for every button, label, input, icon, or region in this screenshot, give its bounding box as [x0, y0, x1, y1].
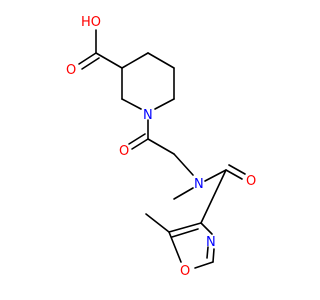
- bond-ox-c5-o: [168, 231, 182, 263]
- label-amide2-o: O: [246, 174, 256, 189]
- label-amide1-o: O: [119, 144, 129, 159]
- bond-ox-methyl: [145, 213, 170, 233]
- bond-ox-c4-c5-a: [168, 222, 202, 233]
- label-oxazole-n: N: [206, 235, 216, 250]
- bond-amide2-oxazole: [200, 169, 227, 224]
- bond-amide1-ch2: [147, 138, 175, 155]
- atom-labels: HO O N O N O N O: [66, 15, 256, 279]
- bond-c-o-double-b: [81, 57, 100, 70]
- bond-acid-ring: [95, 52, 123, 69]
- bond-c-o-double-a: [78, 52, 97, 65]
- label-amine-n: N: [194, 177, 204, 192]
- bond-ox-o-c2: [194, 261, 214, 269]
- bond-ring-c4-c5: [147, 52, 175, 69]
- bond-ox-c4-c5-b: [171, 228, 199, 238]
- bond-ring-n-c2: [121, 98, 142, 110]
- bond-ch2-n: [173, 153, 194, 176]
- bonds: [78, 29, 246, 269]
- bond-ox-n-c4: [200, 222, 213, 235]
- label-piperidine-n: N: [143, 108, 153, 123]
- bond-n-amide2: [204, 169, 227, 182]
- label-acid-oh: HO: [81, 15, 101, 30]
- label-acid-carbonyl-o: O: [66, 63, 76, 78]
- bond-ox-c2-n-a: [212, 248, 215, 263]
- bond-amide1-o-a: [131, 138, 149, 150]
- bond-ox-c2-n-b: [206, 246, 209, 259]
- bond-amide1-o-b: [128, 133, 146, 145]
- bond-amide2-o-b: [228, 164, 246, 175]
- label-oxazole-o: O: [180, 264, 190, 279]
- bond-ring-c3-c4: [121, 52, 149, 69]
- bond-n-methyl: [173, 187, 194, 200]
- bond-amide2-o-a: [225, 169, 243, 180]
- bond-ring-c6-n: [154, 98, 175, 110]
- molecule-structure: HO O N O N O N O: [66, 15, 256, 279]
